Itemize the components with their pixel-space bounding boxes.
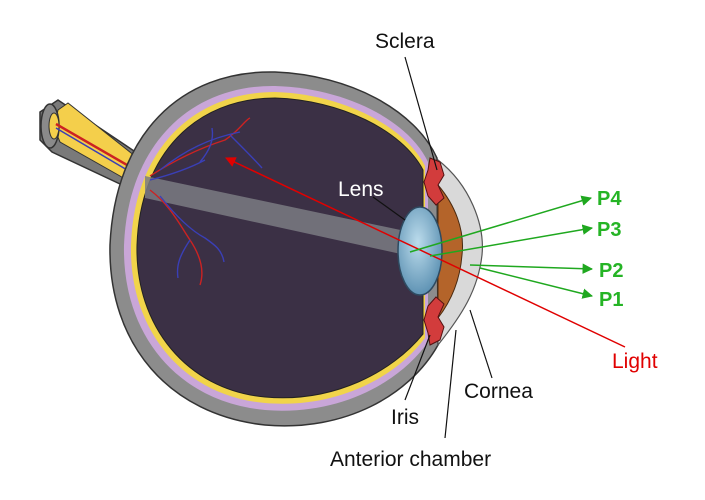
retinal-vessels <box>149 117 263 286</box>
optic-nerve <box>39 99 151 198</box>
label-p2: P2 <box>599 260 623 282</box>
label-light: Light <box>612 350 658 373</box>
ray-p4 <box>409 195 593 253</box>
label-p1: P1 <box>599 289 623 311</box>
iris <box>423 157 445 346</box>
eyeball <box>109 71 439 427</box>
anterior-chamber <box>437 183 464 320</box>
leader-lines <box>372 56 493 439</box>
label-p3: P3 <box>597 219 621 241</box>
label-anterior-chamber: Anterior chamber <box>330 448 491 471</box>
label-p4: P4 <box>597 188 622 210</box>
purkinje-rays <box>409 195 594 299</box>
ray-p2 <box>469 263 594 274</box>
vitreous-body <box>136 97 424 399</box>
label-lens: Lens <box>338 178 384 201</box>
label-sclera: Sclera <box>375 30 435 53</box>
lens <box>397 206 443 296</box>
label-cornea: Cornea <box>464 380 533 403</box>
light-ray <box>225 157 626 348</box>
hyaloid-canal <box>145 176 410 256</box>
ray-p1 <box>479 267 594 299</box>
label-iris: Iris <box>391 406 419 429</box>
ray-p3 <box>429 224 594 257</box>
